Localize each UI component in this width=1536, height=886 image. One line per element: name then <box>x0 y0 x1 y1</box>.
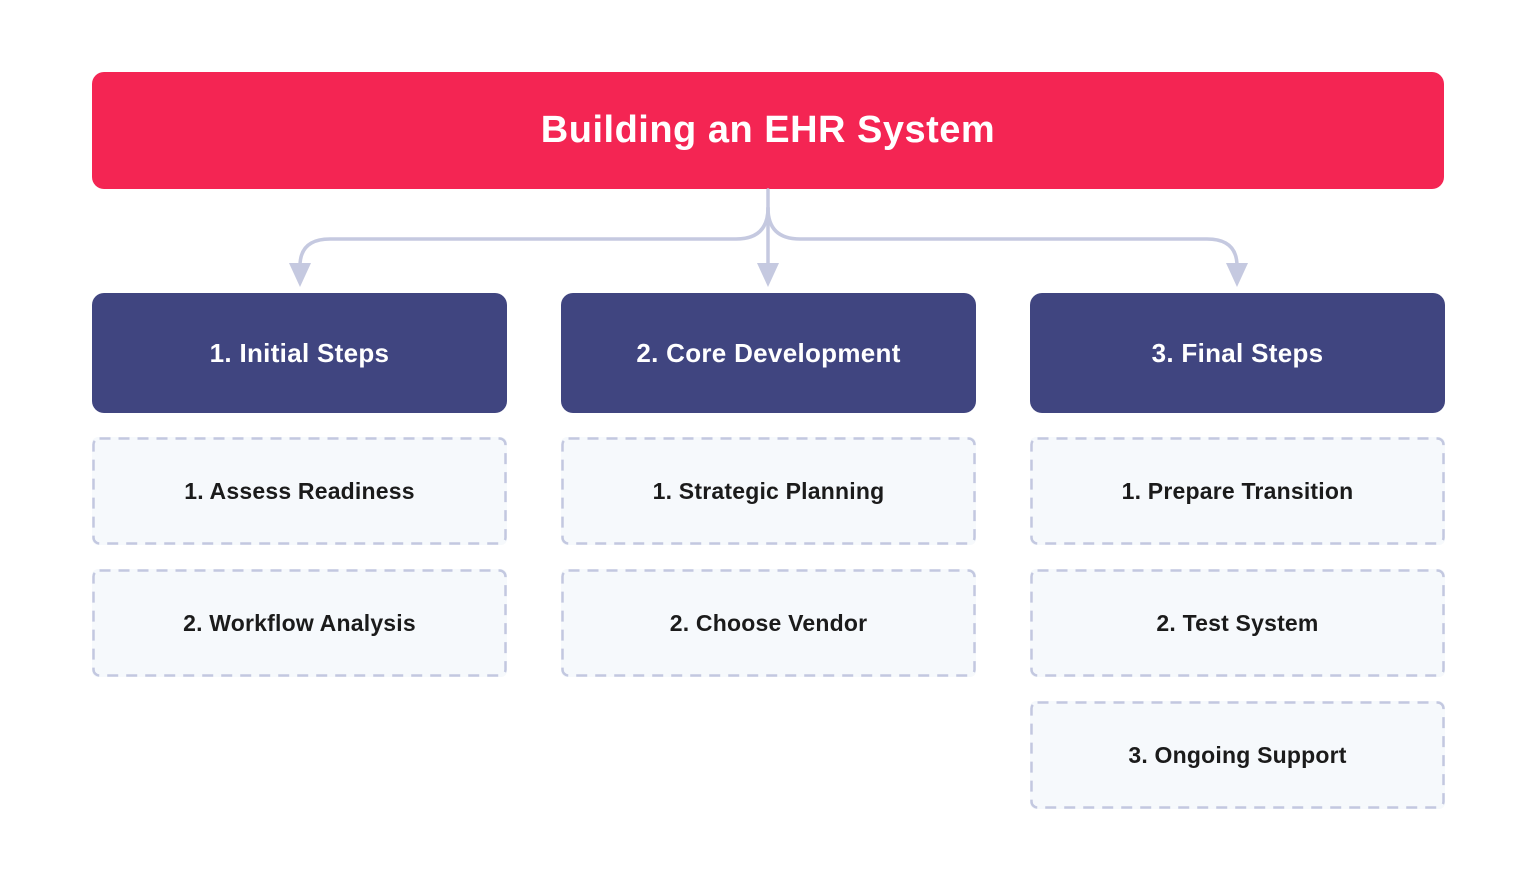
step-node-ongoing-support: 3. Ongoing Support <box>1030 701 1445 809</box>
step-label: 2. Workflow Analysis <box>183 609 416 636</box>
arrowhead-center-icon <box>757 263 779 287</box>
step-node-strategic-planning: 1. Strategic Planning <box>561 437 976 545</box>
step-label: 1. Prepare Transition <box>1121 477 1354 504</box>
branch-column-core-development: 2. Core Development 1. Strategic Plannin… <box>561 293 976 809</box>
step-label: 2. Choose Vendor <box>669 609 868 636</box>
connector-right-branch <box>766 206 1239 267</box>
step-label: 1. Assess Readiness <box>184 477 415 504</box>
step-label: 2. Test System <box>1156 609 1319 636</box>
branch-columns: 1. Initial Steps 1. Assess Readiness 2. … <box>92 293 1445 809</box>
branch-label: 3. Final Steps <box>1151 337 1324 368</box>
branch-column-final-steps: 3. Final Steps 1. Prepare Transition 2. … <box>1030 293 1445 809</box>
branch-node-final-steps: 3. Final Steps <box>1030 293 1445 413</box>
arrowhead-left-icon <box>289 263 311 287</box>
step-node-workflow-analysis: 2. Workflow Analysis <box>92 569 507 677</box>
step-node-assess-readiness: 1. Assess Readiness <box>92 437 507 545</box>
step-node-prepare-transition: 1. Prepare Transition <box>1030 437 1445 545</box>
branch-node-core-development: 2. Core Development <box>561 293 976 413</box>
branch-label: 1. Initial Steps <box>209 337 390 368</box>
diagram-title: Building an EHR System <box>540 109 996 151</box>
branch-node-initial-steps: 1. Initial Steps <box>92 293 507 413</box>
step-node-choose-vendor: 2. Choose Vendor <box>561 569 976 677</box>
connector-left-branch <box>298 206 770 267</box>
step-node-test-system: 2. Test System <box>1030 569 1445 677</box>
branch-label: 2. Core Development <box>636 337 901 368</box>
arrowhead-right-icon <box>1226 263 1248 287</box>
root-node: Building an EHR System <box>92 72 1444 189</box>
branch-column-initial-steps: 1. Initial Steps 1. Assess Readiness 2. … <box>92 293 507 809</box>
step-label: 3. Ongoing Support <box>1128 741 1347 768</box>
step-label: 1. Strategic Planning <box>652 477 885 504</box>
